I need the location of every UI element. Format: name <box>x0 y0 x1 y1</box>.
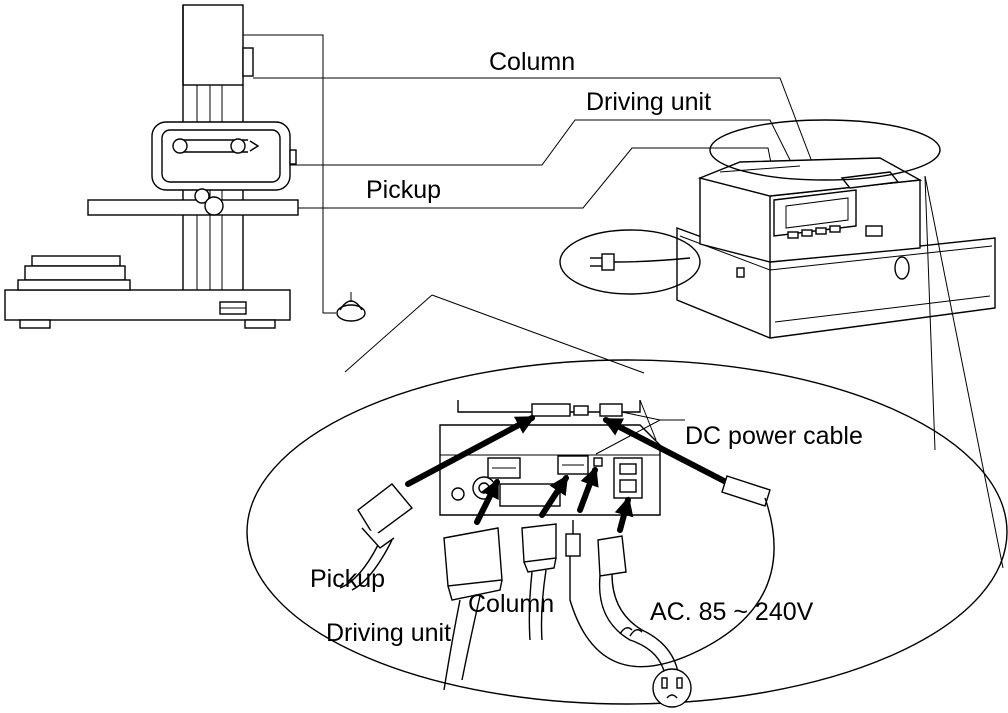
measuring-stand <box>5 5 365 328</box>
column-label-top: Column <box>489 48 575 76</box>
column-label-bottom: Column <box>468 590 554 618</box>
ac-power-label: AC. 85 ~ 240V <box>650 598 814 626</box>
driving-unit-label-bottom: Driving unit <box>326 619 451 647</box>
dc-plug <box>566 520 580 556</box>
pickup-label-bottom: Pickup <box>310 565 385 593</box>
column-connector <box>522 524 556 640</box>
pickup-label-top: Pickup <box>366 176 441 204</box>
controller-unit <box>677 120 995 338</box>
driving-unit-label-top: Driving unit <box>586 88 711 116</box>
dc-power-cable-label: DC power cable <box>685 422 863 450</box>
